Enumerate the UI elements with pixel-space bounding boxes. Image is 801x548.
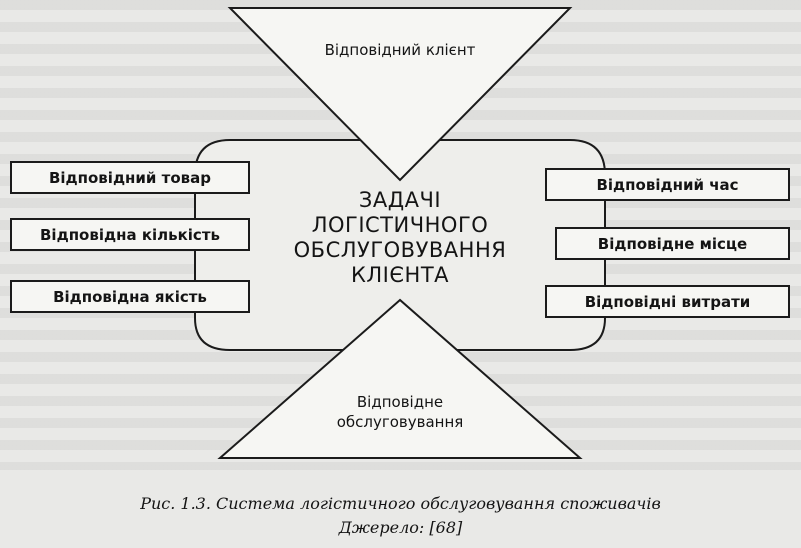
center-title-line: ЛОГІСТИЧНОГО: [311, 213, 489, 237]
left-box-quantity: Відповідна кількість: [10, 218, 250, 251]
center-title-line: КЛІЄНТА: [350, 263, 450, 287]
box-label: Відповідна якість: [53, 287, 207, 306]
left-box-product: Відповідний товар: [10, 161, 250, 194]
top-triangle-label: Відповідний клієнт: [324, 41, 476, 59]
right-box-place: Відповідне місце: [555, 227, 790, 260]
bottom-triangle: [217, 298, 583, 459]
center-title-line: ЗАДАЧІ: [358, 188, 442, 212]
left-box-quality: Відповідна якість: [10, 280, 250, 313]
bottom-label-line1: Відповідне: [356, 393, 444, 411]
center-title-line: ОБСЛУГОВУВАННЯ: [293, 238, 507, 262]
right-box-time: Відповідний час: [545, 168, 790, 201]
figure-caption: Рис. 1.3. Система логістичного обслугову…: [140, 494, 661, 513]
bottom-triangle-label: Відповідне обслуговування: [300, 392, 500, 432]
right-box-costs: Відповідні витрати: [545, 285, 790, 318]
box-label: Відповідні витрати: [584, 292, 751, 311]
figure-source: Джерело: [68]: [338, 518, 463, 537]
center-title: ЗАДАЧІ ЛОГІСТИЧНОГО ОБСЛУГОВУВАННЯ КЛІЄН…: [270, 188, 530, 288]
box-label: Відповідний час: [596, 175, 739, 194]
box-label: Відповідна кількість: [40, 225, 220, 244]
box-label: Відповідний товар: [48, 168, 212, 187]
top-triangle: [227, 7, 573, 182]
box-label: Відповідне місце: [597, 234, 748, 253]
bottom-label-line2: обслуговування: [336, 413, 464, 431]
